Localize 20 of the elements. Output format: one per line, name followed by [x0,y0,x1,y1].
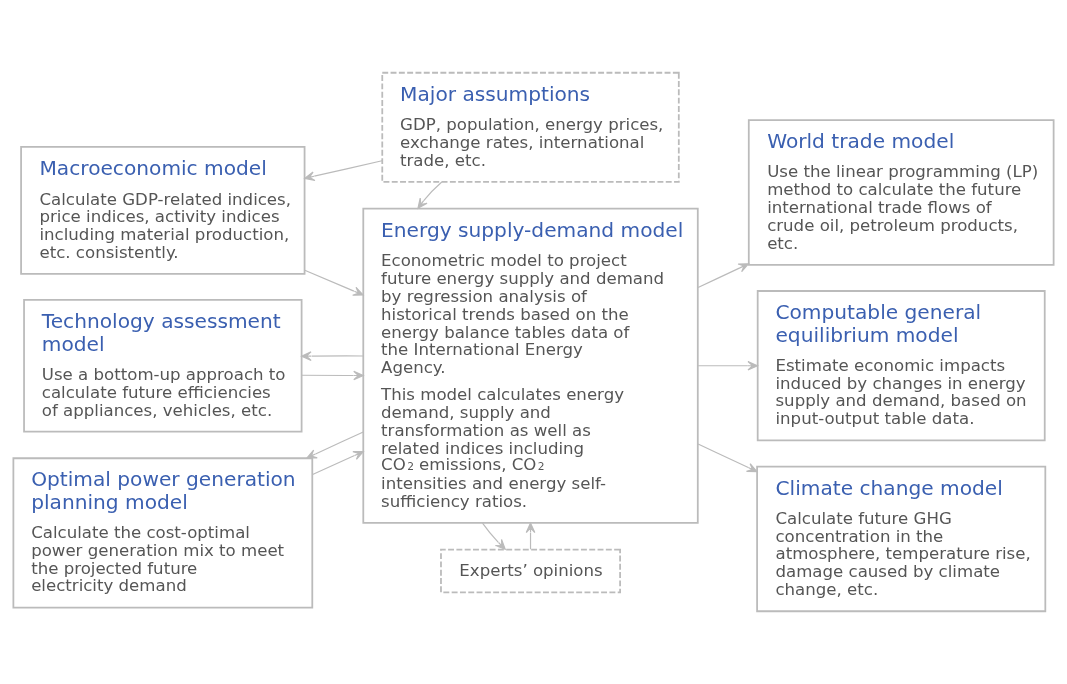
node-box: Computable general equilibrium model Estimate economic impacts induced by changes in energy supply and demand, based on input-output table data. [756,290,1046,442]
node-box: Technology assessment model Use a bottom-up approach to calculate future efficiencies of appliances, vehicles, etc. [23,299,303,433]
arrow [304,160,383,181]
arrow [417,181,443,209]
arrow [306,431,364,459]
node-box: Climate change model Calculate future GHG concentration in the atmosphere, temperature rise, damage caused by climate change, etc. [756,465,1047,613]
arrow [697,443,758,473]
arrow [301,351,364,361]
node-box: Major assumptions GDP, population, energy prices, exchange rates, international trade, etc. [381,71,680,183]
arrow [304,269,364,296]
node-box: Experts’ opinions [440,548,621,594]
node-box: Energy supply-demand model Econometric model to project future energy supply and demand by regression analysis of historical trends based on the energy balance tables data of the International Energy Agency. This model calculates energy demand, supply and transformation as well as related indices including CO2 emissions, CO2 intensities and energy self-sufficiency ratios. [362,207,699,524]
arrow [697,263,750,289]
node-box: World trade model Use the linear programming (LP) method to calculate the future international trade flows of crude oil, petroleum products, etc. [747,119,1055,266]
arrow [697,360,759,371]
node-box: Optimal power generation planning model Calculate the cost-optimal power generation mix to meet the projected future electricity demand [12,457,314,609]
arrow [481,522,506,550]
node-box: Macroeconomic model Calculate GDP-related indices, price indices, activity indices including material production, etc. consistently. [20,146,306,275]
arrow [312,450,364,476]
arrow [301,370,364,381]
